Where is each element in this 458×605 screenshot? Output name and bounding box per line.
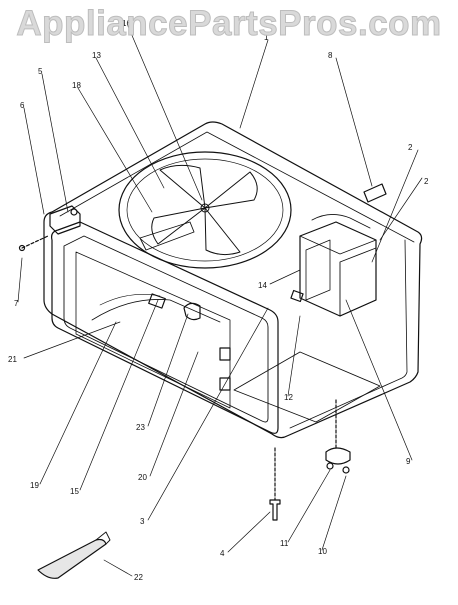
callout-2a: 2 bbox=[408, 143, 413, 152]
hinge-screw bbox=[70, 208, 78, 216]
callout-9: 9 bbox=[406, 457, 411, 466]
callout-21: 21 bbox=[8, 355, 17, 364]
callout-7: 7 bbox=[14, 299, 19, 308]
wire-terminal bbox=[290, 289, 304, 303]
callout-5: 5 bbox=[38, 67, 43, 76]
leader-lines bbox=[17, 25, 423, 577]
callout-12: 12 bbox=[284, 393, 293, 402]
foot-pad-part bbox=[37, 538, 107, 579]
callout-4: 4 bbox=[220, 549, 225, 558]
base-plate bbox=[233, 351, 381, 423]
front-bezel-inner bbox=[63, 235, 269, 423]
label-plate bbox=[363, 183, 387, 203]
callout-16: 16 bbox=[122, 19, 131, 28]
cabinet-rear-edge bbox=[289, 239, 408, 429]
callout-11: 11 bbox=[280, 539, 289, 548]
latch-holder-upper bbox=[219, 347, 231, 361]
callout-15: 15 bbox=[70, 487, 79, 496]
thermal-protector bbox=[325, 447, 351, 465]
watermark-logo: AppliancePartsPros.com bbox=[16, 4, 442, 44]
cavity-light-bracket bbox=[183, 302, 201, 321]
fan-blade-assembly bbox=[151, 164, 258, 256]
hv-capacitor-bracket bbox=[311, 214, 371, 229]
cavity-floor bbox=[91, 299, 221, 323]
fan-shroud-inner bbox=[126, 158, 284, 262]
callout-2b: 2 bbox=[424, 177, 429, 186]
callout-20: 20 bbox=[138, 473, 147, 482]
protector-screw-left bbox=[326, 462, 334, 470]
callout-10: 10 bbox=[318, 547, 327, 556]
protector-screw-right bbox=[342, 466, 350, 474]
callout-13: 13 bbox=[92, 51, 101, 60]
callout-22: 22 bbox=[134, 573, 143, 582]
callout-19: 19 bbox=[30, 481, 39, 490]
transformer-coil bbox=[305, 239, 331, 301]
cabinet-shell bbox=[43, 121, 423, 439]
transformer-bracket bbox=[299, 221, 377, 317]
latch-holder-lower bbox=[219, 377, 231, 391]
hinge-screw-loose bbox=[18, 244, 26, 252]
cavity-vent-plate bbox=[148, 293, 166, 309]
callout-1: 1 bbox=[264, 33, 269, 42]
callout-18: 18 bbox=[72, 81, 81, 90]
transformer-core bbox=[339, 247, 377, 317]
cabinet-top-edge bbox=[59, 131, 415, 243]
mounting-screw bbox=[269, 499, 281, 521]
hinge-dashed-path bbox=[21, 235, 49, 249]
fan-mount-bar bbox=[139, 221, 195, 251]
fan-shroud bbox=[118, 151, 292, 269]
callout-8: 8 bbox=[328, 51, 333, 60]
callout-3: 3 bbox=[140, 517, 145, 526]
cavity-opening bbox=[75, 251, 231, 409]
door-hinge-bracket bbox=[49, 205, 81, 235]
callout-6: 6 bbox=[20, 101, 25, 110]
transformer-top bbox=[299, 235, 377, 255]
callout-labels: 1 2 2 3 4 5 6 7 8 9 10 11 12 13 14 16 15… bbox=[8, 19, 429, 582]
callout-23: 23 bbox=[136, 423, 145, 432]
callout-14: 14 bbox=[258, 281, 267, 290]
